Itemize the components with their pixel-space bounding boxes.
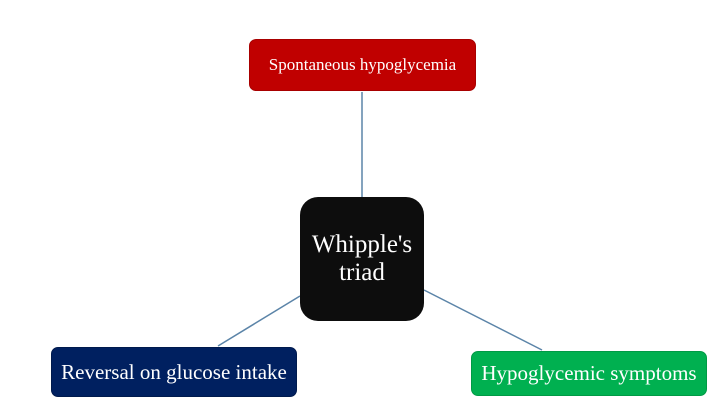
- node-label: Hypoglycemic symptoms: [481, 361, 697, 385]
- node-whipples-triad: Whipple's triad: [300, 197, 424, 321]
- node-spontaneous-hypoglycemia: Spontaneous hypoglycemia: [249, 39, 476, 91]
- center-label-line2: triad: [339, 259, 385, 286]
- connector-center-to-left: [217, 295, 301, 347]
- node-reversal-on-glucose-intake: Reversal on glucose intake: [51, 347, 297, 397]
- node-label: Reversal on glucose intake: [61, 359, 287, 384]
- center-label-line1: Whipple's: [311, 231, 413, 258]
- node-label: Spontaneous hypoglycemia: [268, 55, 457, 74]
- node-hypoglycemic-symptoms: Hypoglycemic symptoms: [471, 351, 707, 396]
- center-label: Whipple's triad: [312, 231, 412, 287]
- connector-center-to-right: [423, 289, 543, 351]
